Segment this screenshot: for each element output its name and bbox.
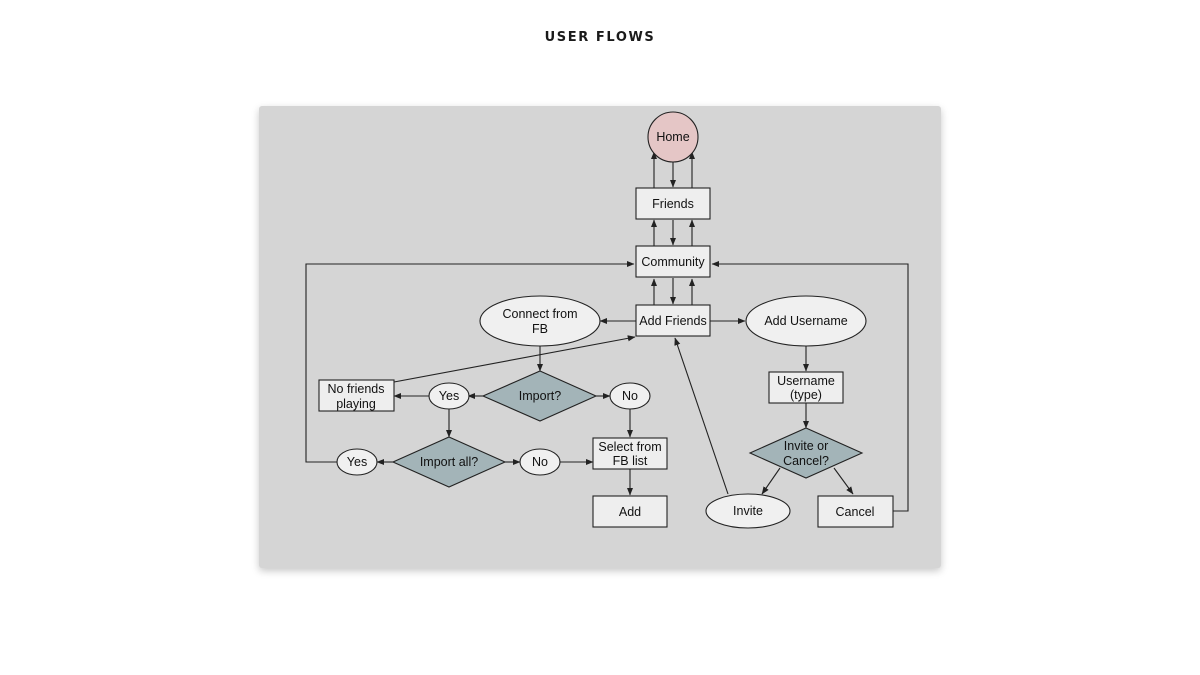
- node-friends-label: Friends: [652, 197, 694, 211]
- node-add-username: Add Username: [745, 295, 867, 347]
- node-no-all-label: No: [532, 455, 548, 469]
- node-username-type-label-1: Username: [777, 374, 835, 388]
- node-select-fb-label-1: Select from: [598, 440, 661, 454]
- edge-invitecancel-invite: [761, 467, 781, 495]
- node-no-friends-label-2: playing: [336, 397, 376, 411]
- node-username-type-label-2: (type): [790, 388, 822, 402]
- node-no-all: No: [519, 448, 561, 476]
- node-no-friends-label-1: No friends: [328, 382, 385, 396]
- edges: [305, 151, 909, 512]
- edge-invitecancel-cancel: [833, 467, 854, 495]
- page-title: USER FLOWS: [544, 30, 656, 45]
- edge-cancel-community: [711, 260, 909, 512]
- node-invite-cancel-decision: Invite or Cancel?: [748, 427, 864, 479]
- node-invite-cancel-label-1: Invite or: [784, 439, 828, 453]
- node-cancel: Cancel: [817, 495, 894, 528]
- node-home-label: Home: [656, 130, 689, 144]
- edge-nofriends-addfriends: [393, 335, 636, 383]
- node-invite-cancel-label-2: Cancel?: [783, 454, 829, 468]
- node-no-friends-playing: No friends playing: [318, 379, 395, 412]
- node-add-label: Add: [619, 505, 641, 519]
- node-invite-label: Invite: [733, 504, 763, 518]
- node-add: Add: [592, 495, 668, 528]
- node-no-import-label: No: [622, 389, 638, 403]
- node-add-friends: Add Friends: [635, 304, 711, 337]
- node-add-friends-label: Add Friends: [639, 314, 706, 328]
- node-community-label: Community: [641, 255, 705, 269]
- node-friends: Friends: [635, 187, 711, 220]
- node-home: Home: [647, 111, 699, 163]
- node-import-all-decision-label: Import all?: [420, 455, 478, 469]
- node-add-username-label: Add Username: [764, 314, 847, 328]
- node-yes-import: Yes: [428, 382, 470, 410]
- node-select-fb-list: Select from FB list: [592, 437, 668, 470]
- node-username-type: Username (type): [768, 371, 844, 404]
- node-cancel-label: Cancel: [836, 505, 875, 519]
- edge-yesall-community: [305, 260, 635, 463]
- node-connect-fb-label-2: FB: [532, 322, 548, 336]
- node-select-fb-label-2: FB list: [613, 454, 648, 468]
- node-import-decision: Import?: [481, 370, 598, 422]
- node-connect-fb-label-1: Connect from: [502, 307, 577, 321]
- node-no-import: No: [609, 382, 651, 410]
- node-yes-all: Yes: [336, 448, 378, 476]
- node-yes-import-label: Yes: [439, 389, 459, 403]
- node-invite: Invite: [705, 493, 791, 529]
- node-yes-all-label: Yes: [347, 455, 367, 469]
- node-connect-fb: Connect from FB: [479, 295, 601, 347]
- node-import-decision-label: Import?: [519, 389, 561, 403]
- node-community: Community: [635, 245, 711, 278]
- node-import-all-decision: Import all?: [391, 436, 507, 488]
- edge-invite-addfriends: [674, 337, 729, 495]
